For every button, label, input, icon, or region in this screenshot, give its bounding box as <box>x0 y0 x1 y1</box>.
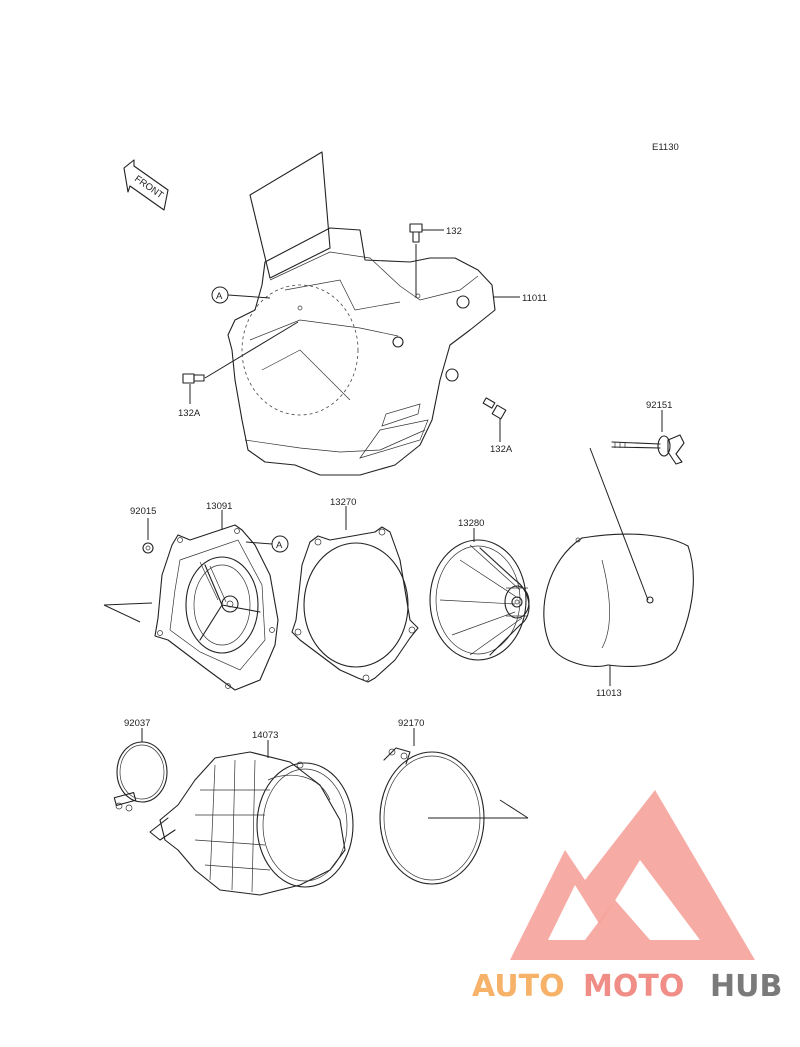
callout-13270: 13270 <box>330 497 356 508</box>
callout-92170: 92170 <box>398 718 424 729</box>
callout-92151: 92151 <box>646 400 672 411</box>
watermark-auto: AUTO <box>472 969 565 1004</box>
bolt-132a-right-icon <box>482 397 507 420</box>
wing-bolt-92151-icon <box>611 434 685 465</box>
clamp-92170 <box>379 747 485 885</box>
clamp-92037 <box>113 741 168 812</box>
callout-132a-left: 132A <box>178 408 201 419</box>
callout-11011: 11011 <box>522 293 547 304</box>
front-arrow-icon: FRONT <box>123 159 169 211</box>
reference-marker-a-top-label: A <box>216 291 223 302</box>
callout-14073: 14073 <box>252 730 278 741</box>
filter-cage-13280 <box>429 539 530 661</box>
air-filter-11013 <box>543 533 694 668</box>
watermark-hub: HUB <box>710 969 782 1004</box>
watermark-logo <box>510 790 755 960</box>
gasket-13270 <box>291 526 419 683</box>
callout-132: 132 <box>446 226 462 237</box>
nut-92015-icon <box>142 542 154 554</box>
front-label: FRONT <box>132 173 165 201</box>
callout-13091: 13091 <box>206 501 232 512</box>
reference-marker-a-mid-label: A <box>276 540 283 551</box>
diagram-code: E1130 <box>652 142 679 153</box>
callout-11013: 11013 <box>596 688 622 699</box>
callout-92037: 92037 <box>124 718 150 729</box>
air-box-housing <box>227 151 496 476</box>
intake-duct-14073 <box>149 751 354 896</box>
callout-92015: 92015 <box>130 506 156 517</box>
callout-132a-right: 132A <box>490 444 513 455</box>
callout-13280: 13280 <box>458 518 484 529</box>
filter-holder-plate-13091 <box>154 524 279 691</box>
bolt-132a-left-icon <box>182 373 205 384</box>
bolt-132-icon <box>409 223 423 243</box>
watermark-moto: MOTO <box>583 969 684 1004</box>
